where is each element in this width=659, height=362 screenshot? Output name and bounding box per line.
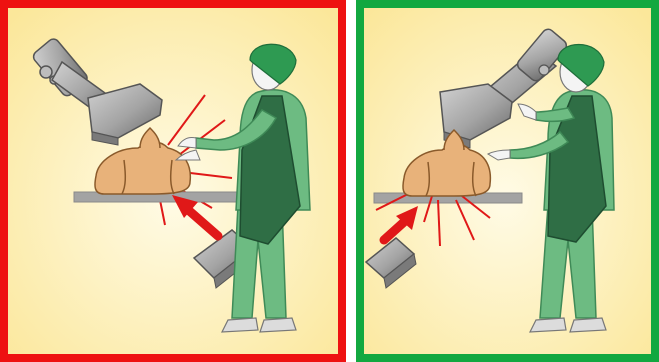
panel-right	[356, 4, 655, 358]
panel-left	[4, 4, 342, 358]
